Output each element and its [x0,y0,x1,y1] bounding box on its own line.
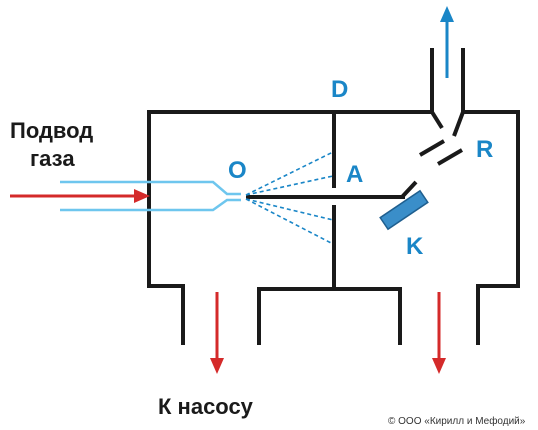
point-d-label: D [331,76,348,103]
point-a-label: A [346,161,363,188]
beam-to-crystal [400,180,418,199]
copyright-text: © ООО «Кирилл и Мефодий» [388,415,526,427]
gas-inlet-nozzle [60,180,241,212]
red-down-arrow-icon [432,292,446,374]
inlet-label-line2: газа [30,146,75,171]
outlet-tube-left [430,48,444,130]
red-down-arrow-icon [210,292,224,374]
blue-up-arrow-icon [440,6,454,78]
inlet-label-line1: Подвод [10,118,93,143]
left-chamber-wall [147,110,432,345]
slit-r-lower [436,148,464,166]
point-o-label: O [228,157,247,184]
crystal-k [379,189,429,231]
slit-r-upper [418,139,446,157]
point-r-label: R [476,136,493,163]
outlet-tube-right [452,48,465,137]
point-k-label: K [406,233,424,260]
pump-label: К насосу [158,394,254,419]
red-right-arrow-icon [10,189,150,203]
middle-bottom-wall [257,287,402,345]
chamber-walls [147,48,520,345]
right-chamber-wall [463,110,520,345]
jet-dashes [245,151,334,245]
